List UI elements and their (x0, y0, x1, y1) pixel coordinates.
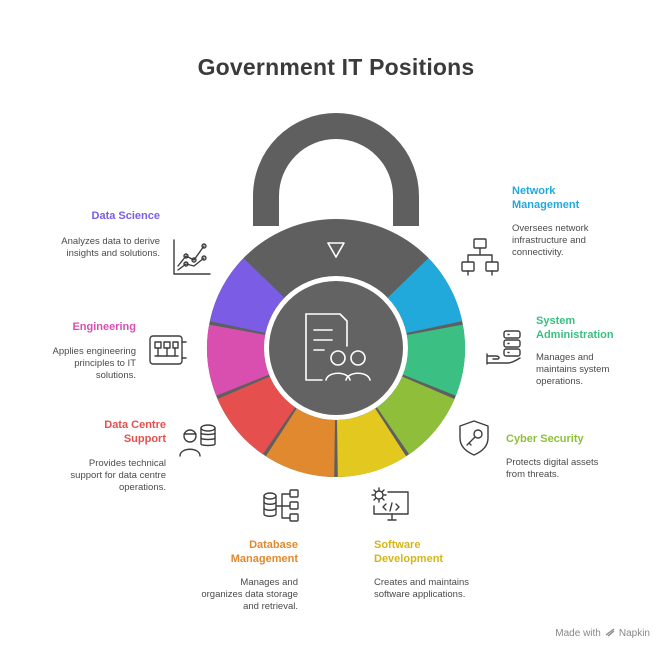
line-chart-icon (170, 236, 212, 278)
server-hand-icon (484, 328, 526, 368)
network-icon (460, 236, 500, 278)
segment-data-centre-support (217, 376, 296, 455)
segment-database-management (265, 408, 335, 477)
data-science-title: Data Science (91, 210, 160, 222)
database-tree-icon (260, 486, 302, 526)
document-people-icon (305, 313, 371, 381)
triangle-down-icon (327, 242, 345, 258)
cyber-security-title: Cyber Security (506, 433, 584, 445)
credit: Made with Napkin (555, 627, 650, 640)
segment-data-science (209, 258, 285, 333)
code-monitor-icon (370, 486, 412, 526)
segment-engineering (207, 324, 270, 396)
center-circle (269, 281, 403, 415)
shield-key-icon (454, 418, 494, 458)
technician-database-icon (176, 420, 218, 460)
credit-text: Made with (555, 628, 601, 639)
page-title: Government IT Positions (197, 54, 475, 80)
segment-network-management (387, 258, 463, 333)
circuit-board-icon (146, 330, 188, 370)
segment-system-administration (402, 324, 465, 396)
segment-software-development (337, 408, 407, 477)
segment-cyber-security (376, 376, 455, 455)
engineering-title: Engineering (72, 321, 136, 333)
credit-brand: Napkin (618, 628, 650, 639)
napkin-logo-icon (605, 627, 615, 640)
